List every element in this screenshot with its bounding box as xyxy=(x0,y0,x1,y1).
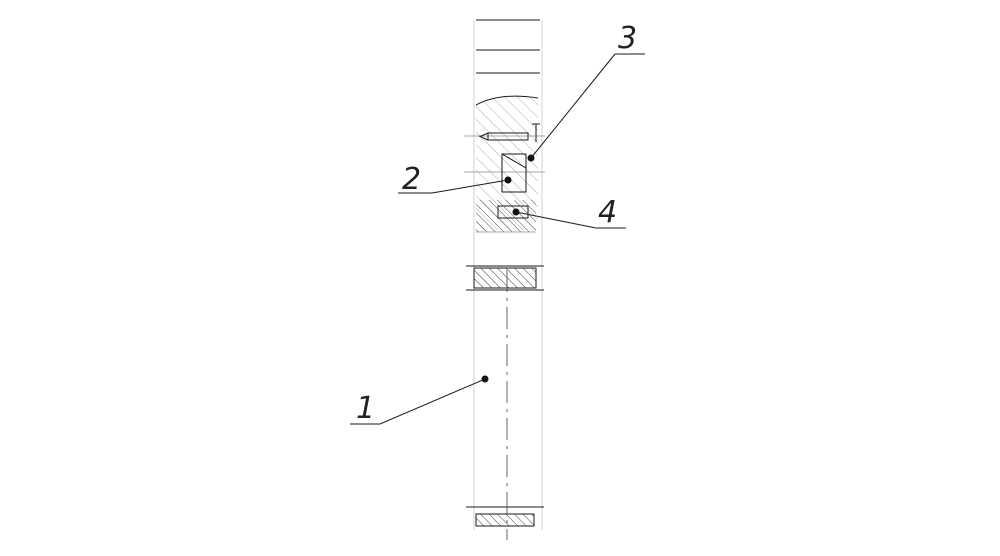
lower-block xyxy=(476,200,536,233)
middle-flange xyxy=(466,265,544,291)
callout-4: 4 xyxy=(512,195,626,230)
callout-label-4: 4 xyxy=(598,195,617,230)
block-part-2 xyxy=(501,153,527,193)
pin xyxy=(478,123,540,142)
callout-label-2: 2 xyxy=(402,162,421,197)
callout-label-3: 3 xyxy=(618,21,637,56)
upper-housing xyxy=(464,95,545,231)
top-cap xyxy=(476,19,540,74)
callout-1: 1 xyxy=(350,375,489,426)
bottom-flange xyxy=(466,506,544,527)
callout-2: 2 xyxy=(398,162,512,197)
callout-label-1: 1 xyxy=(356,391,375,426)
callout-3: 3 xyxy=(527,21,645,162)
